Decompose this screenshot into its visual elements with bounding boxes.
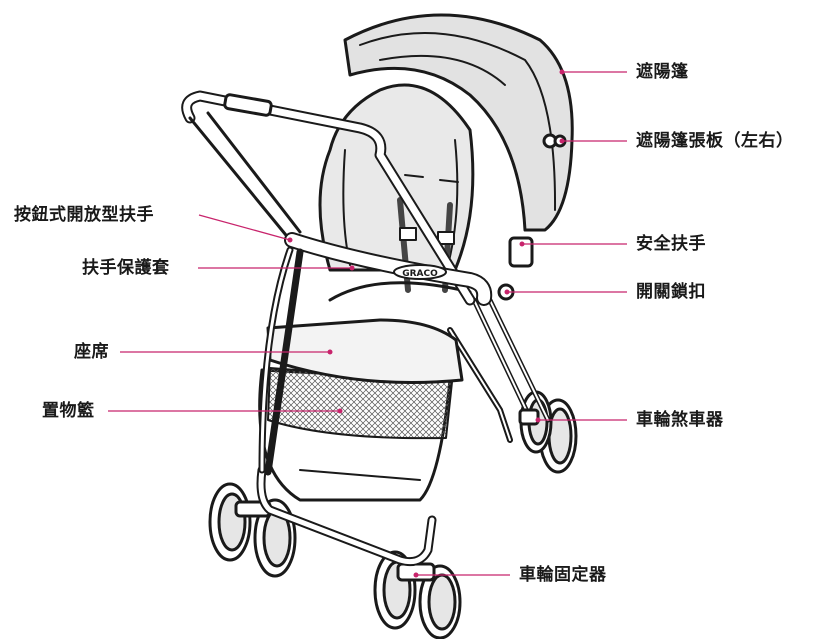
label-basket: 置物籃 — [42, 401, 95, 421]
label-fold-lock: 開關鎖扣 — [636, 282, 706, 302]
seat-cushion — [266, 318, 464, 384]
graco-logo: GRACO — [402, 269, 438, 279]
label-wheel-brake: 車輪煞車器 — [636, 410, 724, 430]
canopy — [343, 13, 574, 232]
label-canopy-visor: 遮陽篷張板（左右） — [636, 131, 794, 151]
label-armrest-cover: 扶手保護套 — [82, 258, 170, 278]
label-safety-bar: 安全扶手 — [636, 234, 706, 254]
label-wheel-lock: 車輪固定器 — [519, 565, 607, 585]
leader-handle-button — [198, 214, 291, 241]
rear-wheel-right — [519, 390, 578, 474]
front-wheel-left — [208, 482, 297, 578]
front-wheel-bottom — [373, 550, 462, 640]
label-handle-button: 按鈕式開放型扶手 — [14, 205, 154, 225]
label-canopy: 遮陽篷 — [636, 62, 689, 82]
rear-leg-frame — [471, 289, 551, 423]
label-seat: 座席 — [74, 342, 109, 362]
basket-mesh — [267, 367, 453, 440]
